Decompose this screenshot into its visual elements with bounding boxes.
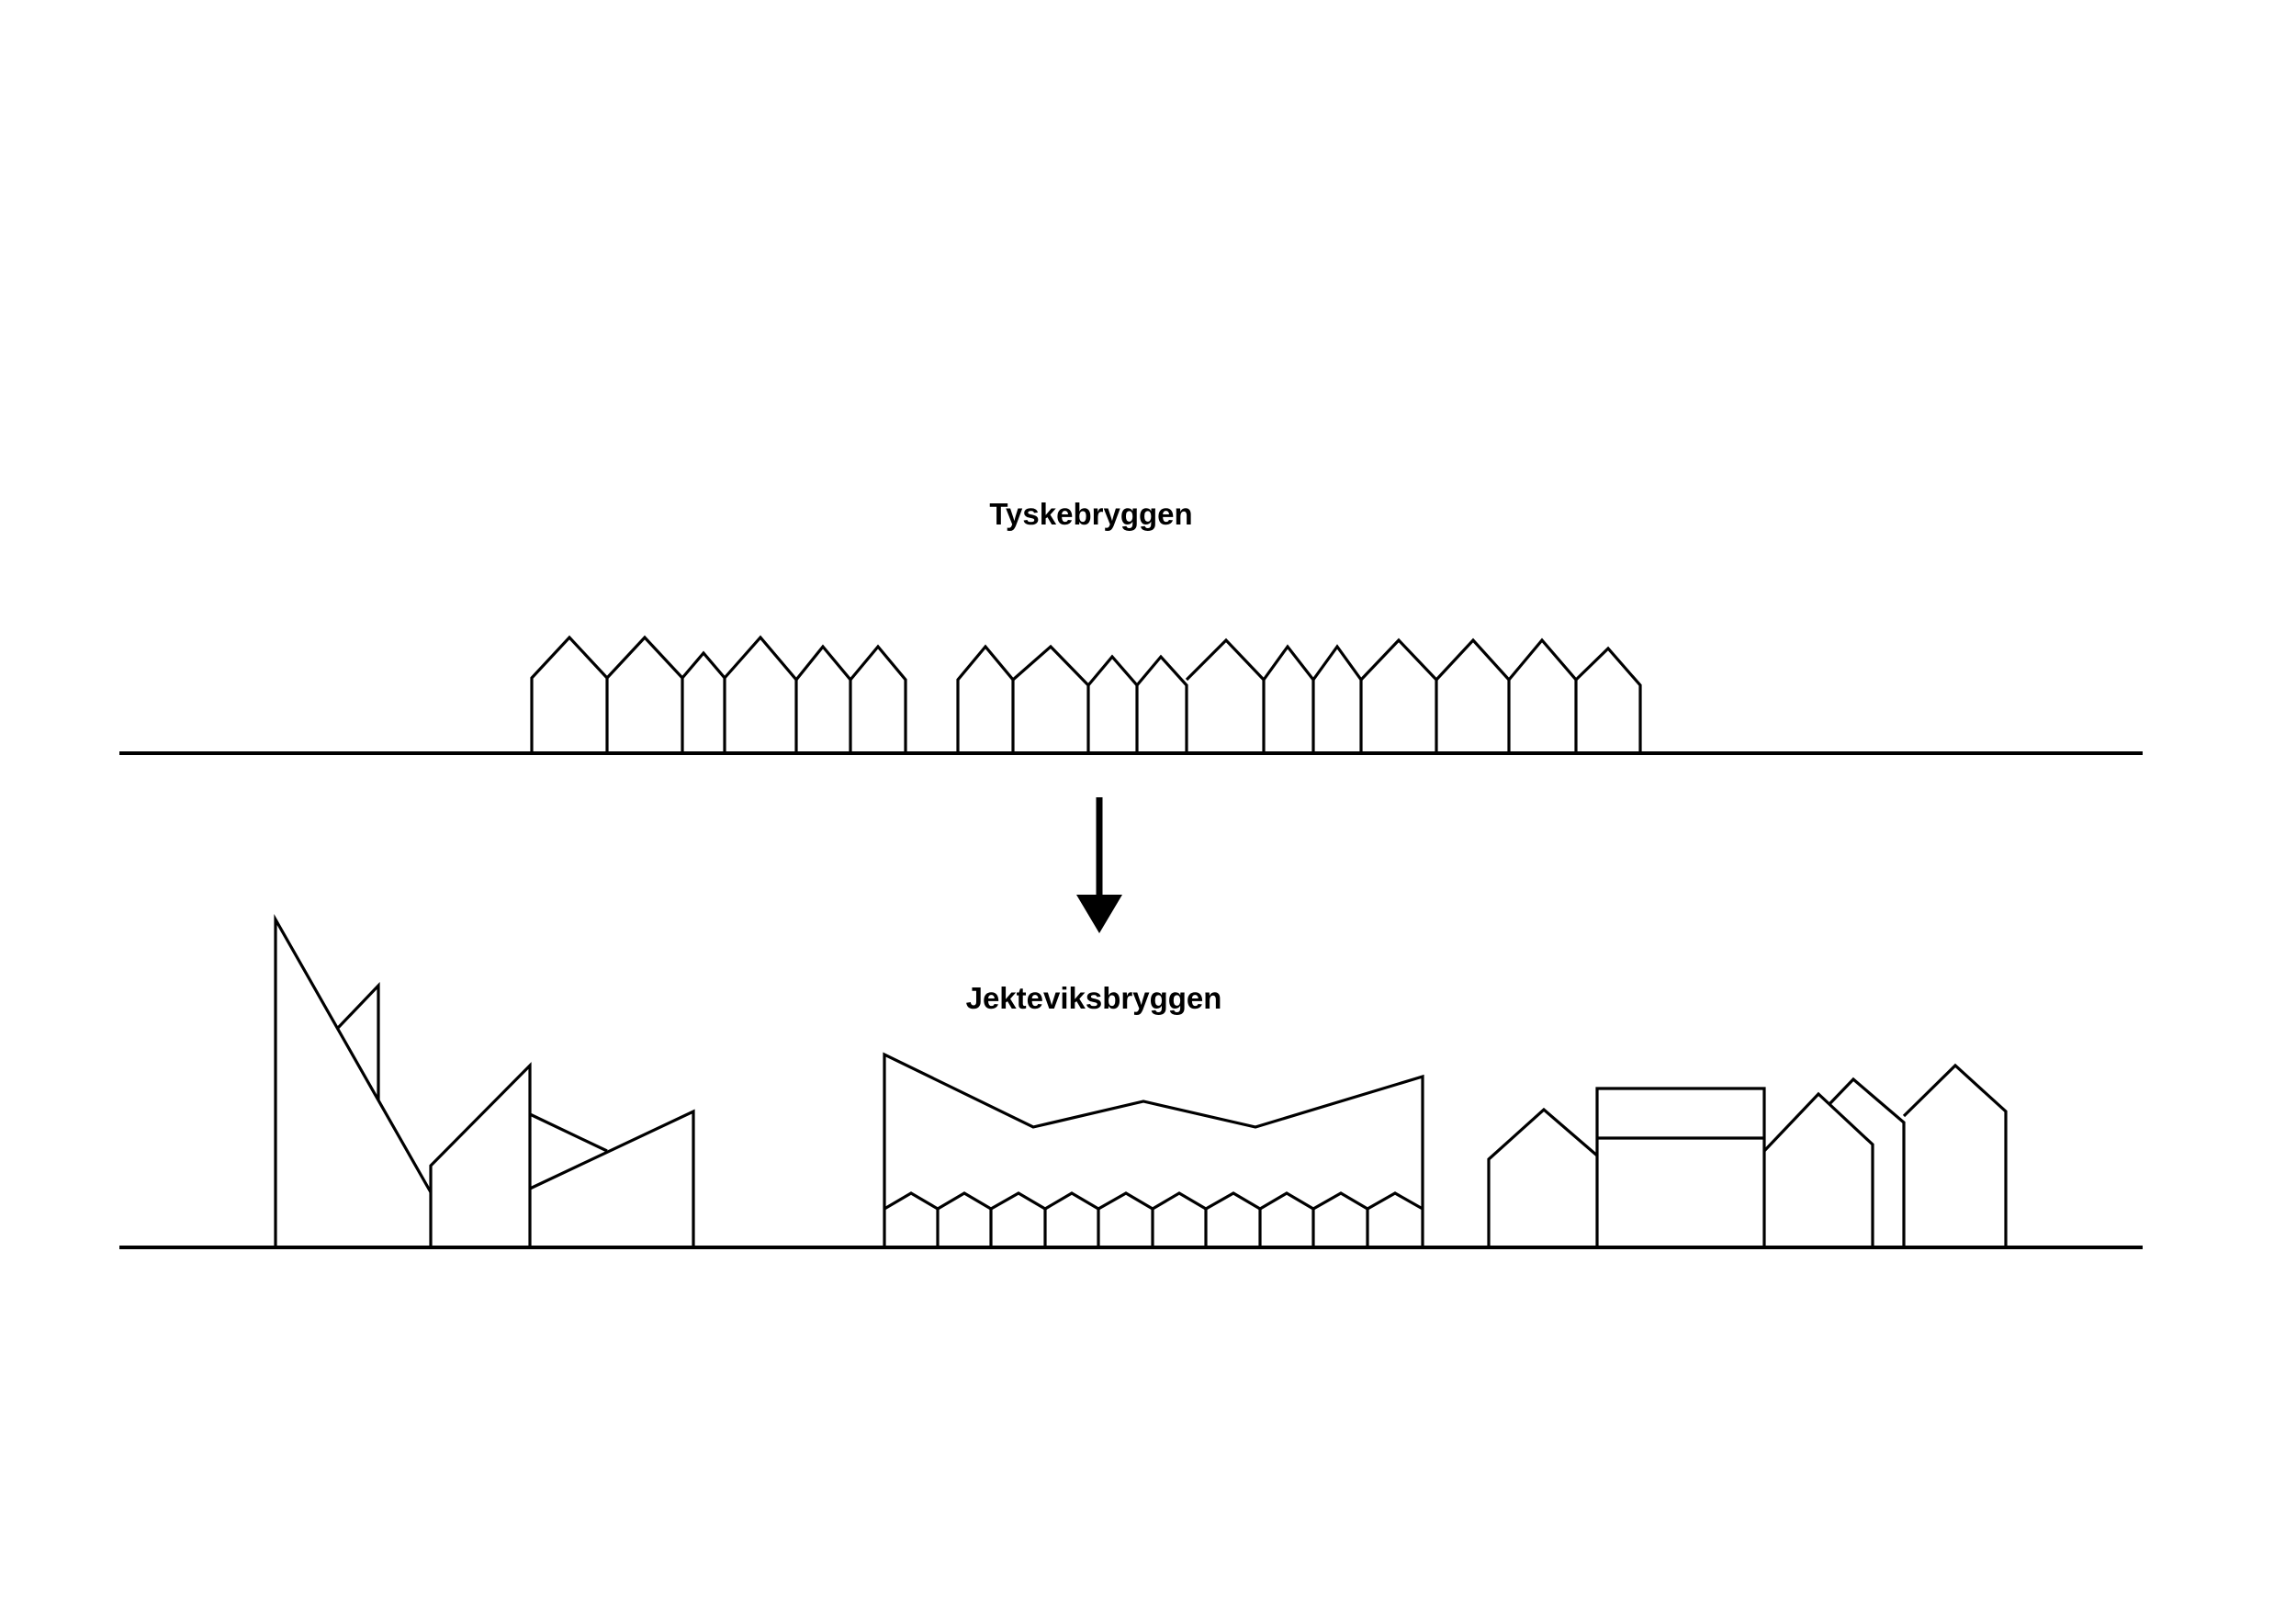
house-3 xyxy=(681,650,726,753)
house-14 xyxy=(1359,637,1438,753)
down-arrow-icon xyxy=(1076,797,1122,933)
middle-slanted-building xyxy=(429,1062,532,1247)
tyskebryggen-label: Tyskebryggen xyxy=(989,497,1192,531)
right-buildings xyxy=(1487,1063,2008,1247)
house-9 xyxy=(1086,654,1139,753)
house-1 xyxy=(530,635,609,753)
house-8 xyxy=(1011,644,1090,753)
right-house-2 xyxy=(1762,1091,1874,1247)
tyskebryggen-houses xyxy=(530,635,1642,753)
small-wedge-detail xyxy=(529,1112,608,1153)
house-13 xyxy=(1311,644,1363,753)
right-house-3 xyxy=(1827,1077,1906,1247)
small-triangle-detail xyxy=(336,982,380,1100)
house-16 xyxy=(1507,637,1578,753)
house-5 xyxy=(794,644,852,753)
house-2 xyxy=(605,635,684,753)
jekteviksbryggen-label: Jekteviksbryggen xyxy=(966,981,1222,1015)
right-slanted-building xyxy=(529,1109,695,1247)
hall-dividers xyxy=(936,1209,1369,1247)
house-11 xyxy=(1185,637,1266,753)
right-house-4 xyxy=(1902,1063,2008,1247)
hall-outline xyxy=(883,1052,1424,1247)
house-12 xyxy=(1262,644,1315,753)
house-4 xyxy=(723,635,798,753)
middle-hall-building xyxy=(883,1052,1424,1247)
house-17 xyxy=(1574,646,1642,753)
right-house-1 xyxy=(1487,1107,1599,1247)
house-10 xyxy=(1135,654,1188,753)
hall-small-roofs xyxy=(884,1191,1424,1211)
left-angular-buildings xyxy=(274,913,695,1247)
tall-triangle-building xyxy=(274,913,433,1247)
house-6 xyxy=(849,644,907,753)
house-7 xyxy=(956,644,1015,753)
house-15 xyxy=(1435,637,1511,753)
box-building xyxy=(1595,1087,1766,1247)
